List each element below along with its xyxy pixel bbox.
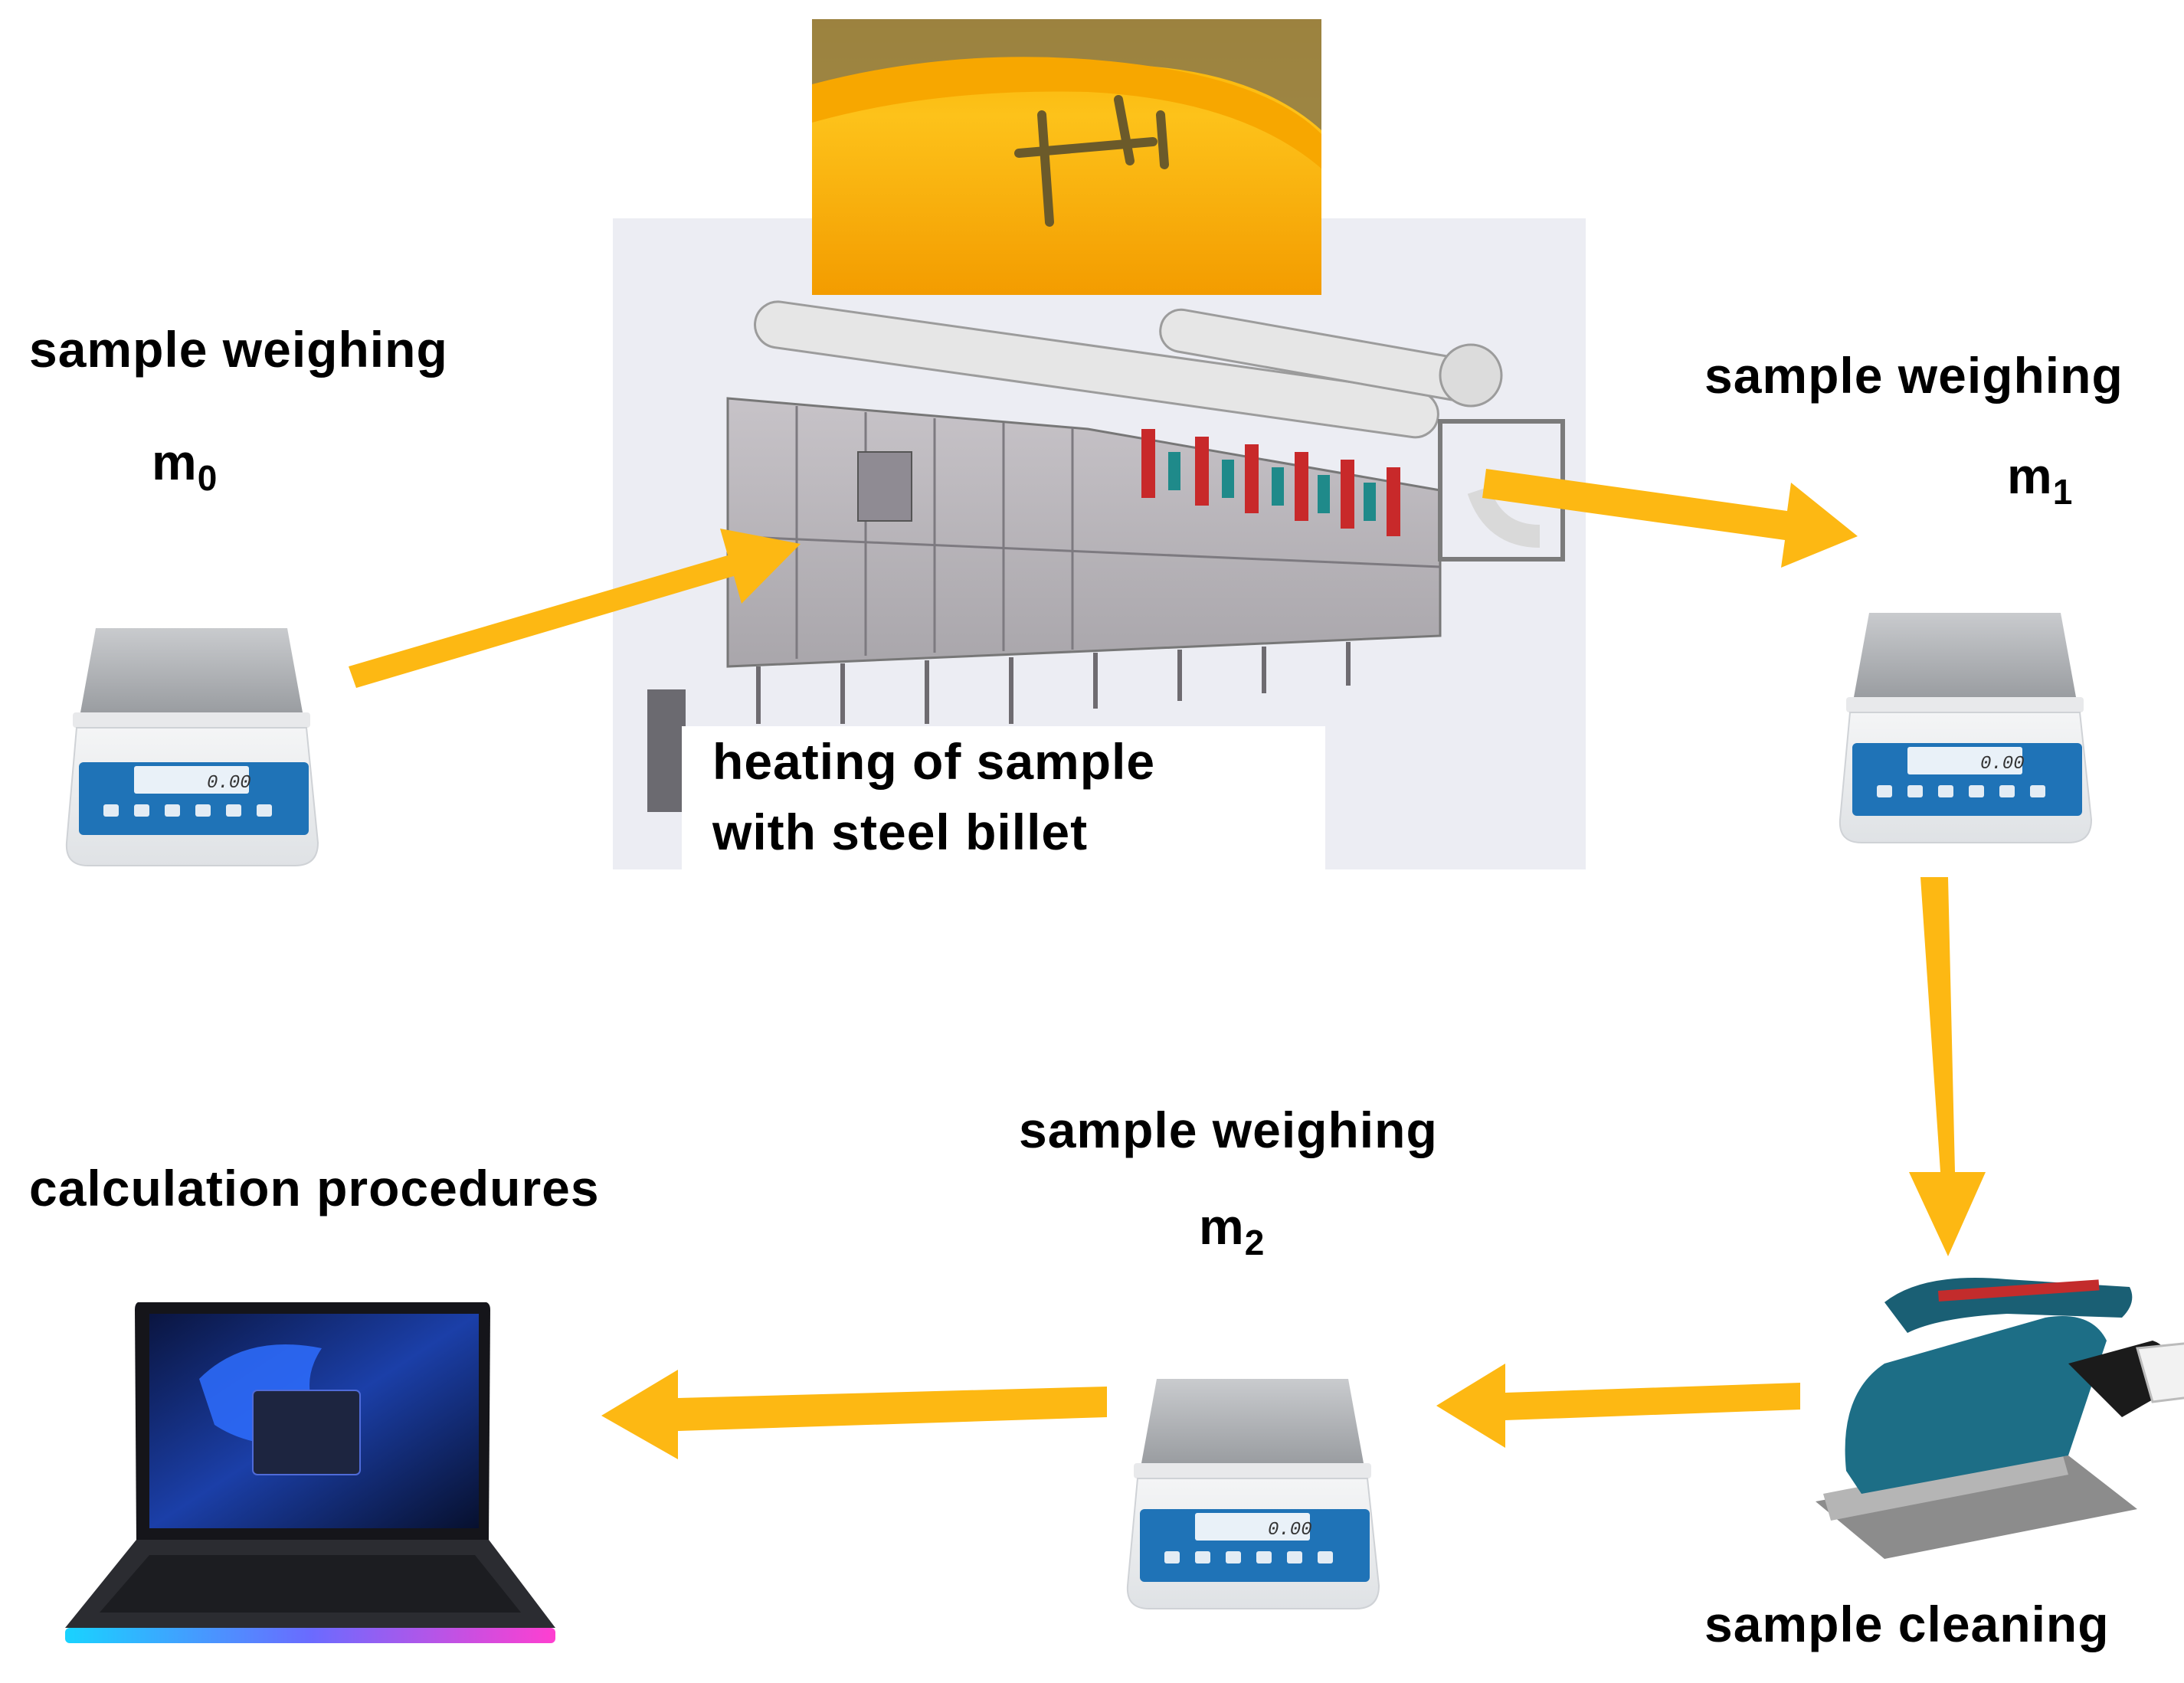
- weigh2-mass: m2: [1199, 1201, 1265, 1260]
- heating-label-line2: with steel billet: [712, 804, 1089, 860]
- cleaning-label: sample cleaning: [1704, 1596, 2110, 1652]
- calc-label: calculation procedures: [29, 1160, 600, 1216]
- heating-photo: [812, 19, 1321, 295]
- weigh1-label: sample weighing: [1704, 347, 2123, 404]
- weigh1-mass-index: 1: [2052, 472, 2074, 512]
- arrow-heating-to-weigh1: [1482, 469, 1858, 568]
- arrow-weigh0-to-heating: [349, 529, 801, 688]
- scale-0-icon: 0.00: [65, 628, 319, 866]
- weigh0-mass-index: 0: [197, 458, 218, 498]
- arrow-weigh2-to-calc: [601, 1370, 1107, 1459]
- sander-icon: [1816, 1278, 2184, 1559]
- arrow-cleaning-to-weigh2: [1436, 1364, 1800, 1448]
- weigh0-label: sample weighing: [29, 321, 448, 378]
- heating-label-box: heating of sample with steel billet: [682, 726, 1325, 872]
- weigh2-label: sample weighing: [1019, 1102, 1438, 1158]
- laptop-icon: [65, 1302, 555, 1643]
- weigh1-mass: m1: [2007, 450, 2073, 509]
- svg-text:0.00: 0.00: [1268, 1520, 1312, 1541]
- scale-2-icon: 0.00: [1126, 1379, 1380, 1609]
- svg-text:0.00: 0.00: [1980, 754, 2025, 774]
- weigh2-mass-symbol: m: [1199, 1198, 1245, 1255]
- weigh1-mass-symbol: m: [2007, 447, 2053, 504]
- heating-label-line1: heating of sample: [712, 733, 1156, 790]
- weigh2-mass-index: 2: [1244, 1223, 1266, 1262]
- weigh0-mass-symbol: m: [152, 434, 198, 490]
- weigh0-mass: m0: [152, 437, 218, 496]
- svg-text:0.00: 0.00: [207, 773, 251, 794]
- arrow-weigh1-to-cleaning: [1909, 877, 1986, 1256]
- scale-1-icon: 0.00: [1839, 613, 2093, 843]
